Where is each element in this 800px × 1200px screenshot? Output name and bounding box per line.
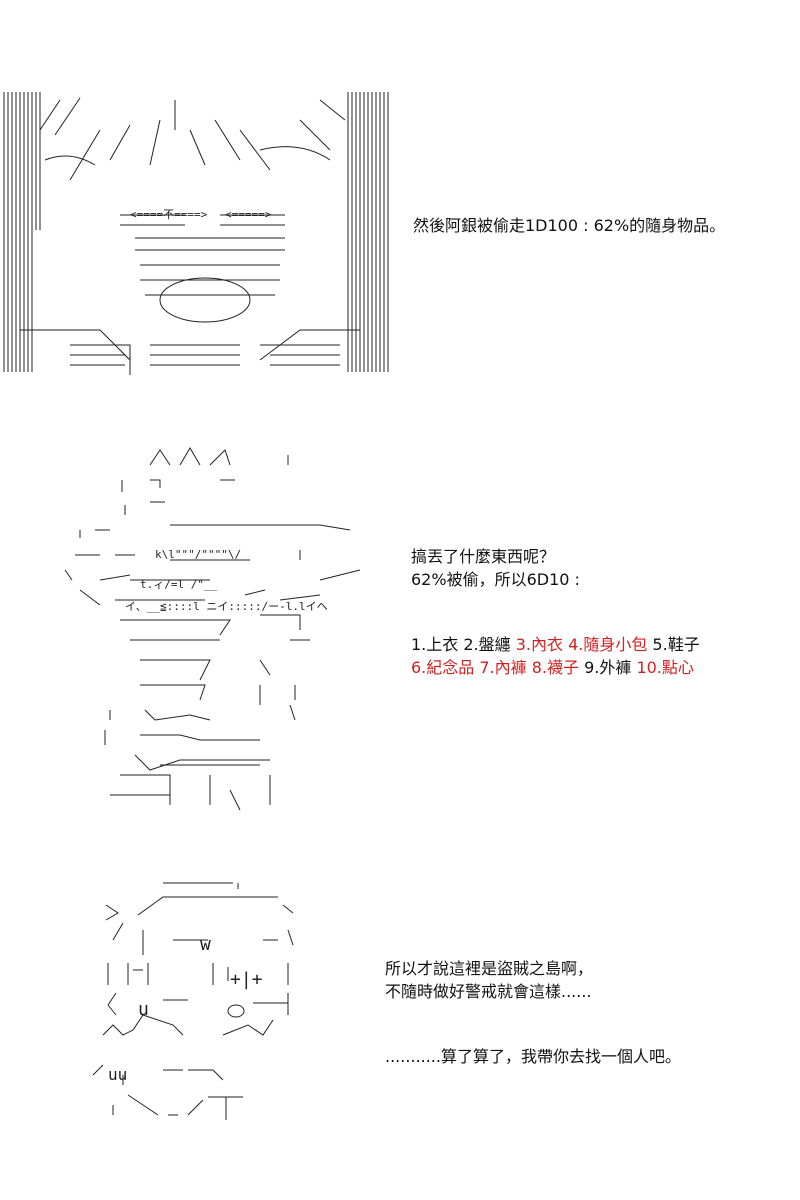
- ascii-art-character-looking-down: k\l"""/""""\/ t.ィ/=l /"__ イ、__≦::::l ニイ:…: [60, 430, 400, 815]
- ascii-art-character-face: w +|+ u uu: [88, 875, 303, 1125]
- svg-text:<=====>: <=====>: [225, 208, 272, 221]
- spacer: [411, 591, 700, 633]
- svg-text:k\l"""/""""\/: k\l"""/""""\/: [155, 548, 241, 561]
- item-group-3: 5.鞋子: [647, 635, 700, 654]
- svg-text:+|+: +|+: [230, 969, 263, 990]
- svg-text:uu: uu: [108, 1065, 127, 1084]
- item-list-line-2: 6.紀念品 7.內褲 8.襪子 9.外褲 10.點心: [411, 656, 700, 679]
- svg-text:u: u: [138, 999, 149, 1020]
- caption-line-1: 搞丟了什麼東西呢？: [411, 547, 556, 566]
- svg-text:w: w: [200, 934, 211, 955]
- caption-line-1: 所以才說這裡是盜賊之島啊，: [385, 959, 594, 978]
- item-group-6-highlighted: 10.點心: [636, 658, 694, 677]
- item-group-2-highlighted: 3.內衣 4.隨身小包: [515, 635, 648, 654]
- svg-text:イ、__≦::::l ニイ:::::/ー-l.lイヘ: イ、__≦::::l ニイ:::::/ー-l.lイヘ: [125, 600, 328, 613]
- caption-line: 然後阿銀被偷走1D100 : 62%的隨身物品。: [413, 216, 726, 235]
- ascii-art-character-closeup: <====不====> <=====>: [0, 90, 392, 375]
- panel-2-caption: 搞丟了什麼東西呢？ 62%被偷，所以6D10 : 1.上衣 2.盤纏 3.內衣 …: [411, 545, 700, 679]
- item-group-1: 1.上衣 2.盤纏: [411, 635, 516, 654]
- spacer: [385, 1003, 681, 1045]
- panel-3-caption: 所以才說這裡是盜賊之島啊， 不隨時做好警戒就會這樣...... ........…: [385, 957, 681, 1068]
- panel-1-caption: 然後阿銀被偷走1D100 : 62%的隨身物品。: [413, 214, 725, 237]
- item-group-5: 9.外褲: [578, 658, 637, 677]
- caption-line-3: ...........算了算了，我帶你去找一個人吧。: [385, 1047, 681, 1066]
- svg-text:<====不====>: <====不====>: [130, 208, 208, 221]
- caption-line-2: 不隨時做好警戒就會這樣......: [385, 982, 592, 1001]
- svg-text:t.ィ/=l /"__: t.ィ/=l /"__: [140, 578, 218, 591]
- caption-line-2: 62%被偷，所以6D10 :: [411, 570, 580, 589]
- item-group-4-highlighted: 6.紀念品 7.內褲 8.襪子: [411, 658, 579, 677]
- item-list-line-1: 1.上衣 2.盤纏 3.內衣 4.隨身小包 5.鞋子: [411, 633, 700, 656]
